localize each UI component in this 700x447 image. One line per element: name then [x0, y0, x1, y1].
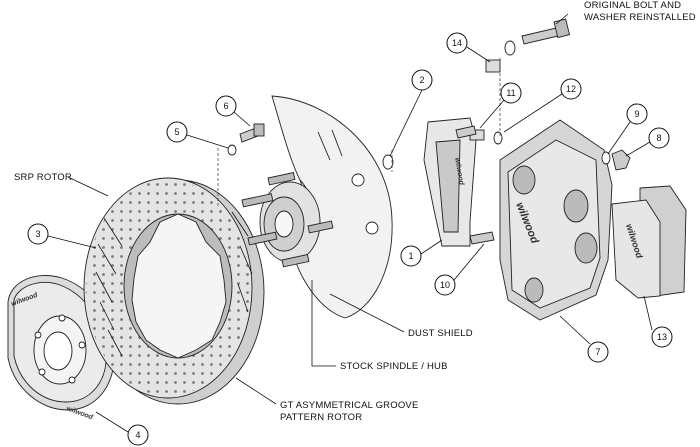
label-gt-rotor-1: GT ASYMMETRICAL GROOVE: [280, 400, 418, 411]
callout-7: 7: [559, 315, 609, 363]
callout-6: 6: [215, 95, 251, 127]
callout-13: 13: [643, 295, 673, 348]
callout-3: 3: [27, 223, 97, 249]
hardware: [227, 18, 631, 245]
bracket-logo: wilwood: [453, 157, 465, 186]
text-labels: ORIGINAL BOLT AND WASHER REINSTALLED SRP…: [14, 0, 696, 423]
svg-text:8: 8: [656, 133, 661, 143]
callout-5: 5: [166, 121, 229, 149]
label-dust-shield: DUST SHIELD: [408, 328, 473, 339]
callout-1: 1: [400, 239, 443, 267]
label-original-bolt-2: WASHER REINSTALLED: [584, 12, 696, 23]
svg-text:13: 13: [657, 332, 667, 342]
callout-10: 10: [434, 243, 485, 296]
callout-14: 14: [446, 32, 491, 63]
brake-pads: wilwood: [611, 185, 687, 299]
label-gt-rotor-2: PATTERN ROTOR: [280, 412, 362, 423]
svg-text:7: 7: [595, 347, 600, 357]
svg-text:12: 12: [566, 84, 576, 94]
callout-9: 9: [607, 103, 648, 155]
caliper: wilwood: [499, 119, 613, 321]
callout-11: 11: [479, 82, 522, 129]
callout-4: 4: [95, 411, 149, 446]
gt-rotor: [83, 177, 265, 405]
svg-text:11: 11: [506, 88, 515, 98]
label-original-bolt-1: ORIGINAL BOLT AND: [584, 0, 681, 11]
svg-text:3: 3: [35, 229, 40, 239]
callout-12: 12: [503, 78, 582, 133]
stock-spindle-hub: [241, 172, 334, 268]
svg-text:9: 9: [634, 109, 639, 119]
svg-text:14: 14: [452, 38, 462, 48]
callouts: 1 2 3 4 5 6 7 8 9 10 11 12 13 14: [27, 32, 673, 446]
label-stock-spindle: STOCK SPINDLE / HUB: [340, 361, 448, 372]
svg-text:1: 1: [408, 251, 413, 261]
caliper-bracket: wilwood: [423, 117, 477, 247]
callout-2: 2: [389, 69, 433, 157]
label-leaders: [67, 13, 569, 405]
svg-text:4: 4: [135, 430, 140, 440]
svg-text:10: 10: [440, 280, 450, 290]
callout-8: 8: [625, 127, 670, 157]
svg-text:5: 5: [174, 127, 179, 137]
svg-text:2: 2: [419, 75, 424, 85]
label-srp-rotor: SRP ROTOR: [14, 172, 72, 183]
svg-text:6: 6: [223, 101, 228, 111]
